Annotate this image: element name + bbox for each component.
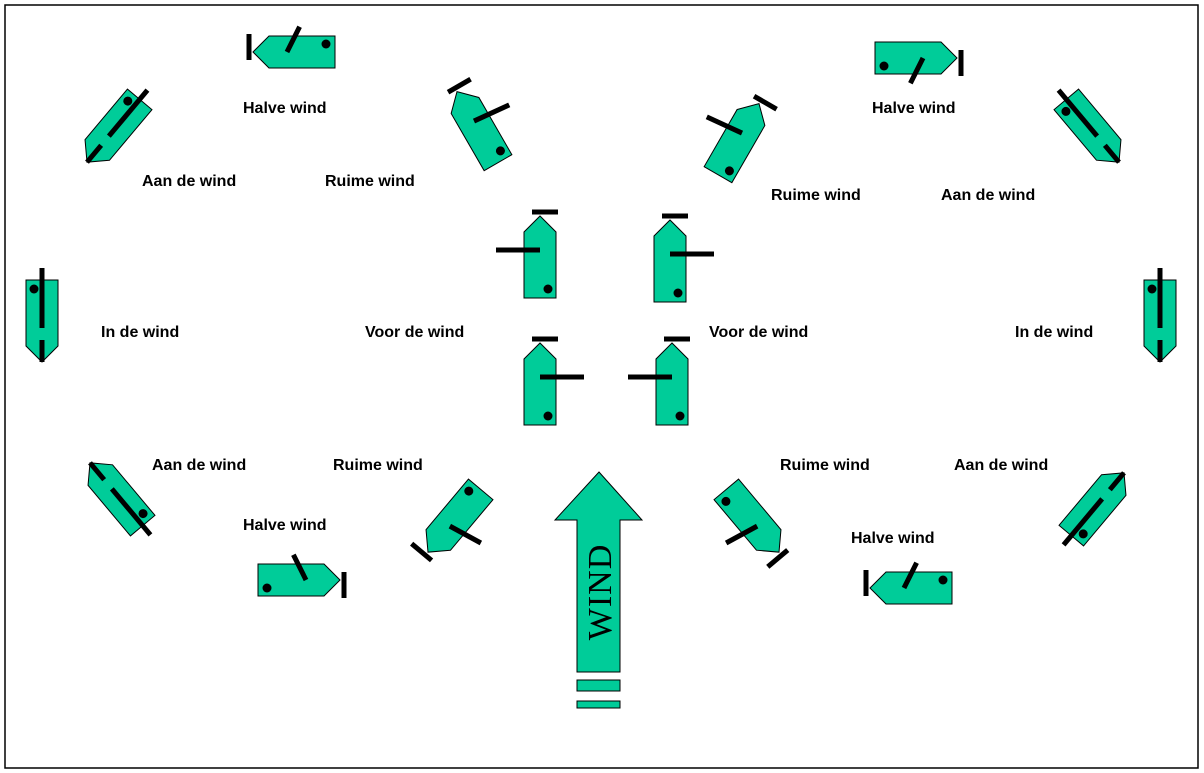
wind-text: WIND [582,544,619,641]
boat-dot [673,288,683,298]
label-voor-de-wind-left: Voor de wind [365,324,464,341]
boat-hull [257,563,341,597]
boat-dot [29,284,39,294]
boat-hull [703,103,766,184]
label-aan-de-wind-top-right: Aan de wind [941,187,1035,204]
boat-dot [123,96,133,106]
boat-ruime-wind-top-right [703,93,778,184]
wind-arrow: WIND [553,471,644,709]
boat-dot [721,496,731,506]
boat-mainsail [284,25,302,54]
boat-dot [321,39,331,49]
boat-dot [495,146,505,156]
boat-ruime-wind-bottom-left [410,478,494,563]
boat-hull [523,342,557,426]
boat-hull [713,478,782,553]
boat-dot [464,486,474,496]
boat-halve-wind-bottom-left [257,553,347,598]
boat-dot [543,284,553,294]
label-aan-de-wind-bottom-right: Aan de wind [954,457,1048,474]
boat-jib [410,541,434,563]
label-halve-wind-bottom-left: Halve wind [243,517,327,534]
boat-in-de-wind-left [25,268,59,363]
boat-jib [752,93,778,112]
boat-hull [425,478,494,553]
boat-mainsail [472,102,511,124]
boat-jib [85,143,104,164]
boat-hull [252,35,336,69]
boat-voor-de-wind-right-top [653,213,714,303]
label-in-de-wind-right: In de wind [1015,324,1093,341]
boat-mainsail [901,561,919,590]
boat-dot [938,575,948,585]
boat-dot [1147,284,1157,294]
label-halve-wind-bottom-right: Halve wind [851,530,935,547]
boat-aan-de-wind-bottom-right [1058,471,1127,547]
label-ruime-wind-top-right: Ruime wind [771,187,861,204]
label-halve-wind-top-left: Halve wind [243,100,327,117]
label-in-de-wind-left: In de wind [101,324,179,341]
boat-aan-de-wind-bottom-left [87,461,156,537]
label-aan-de-wind-top-left: Aan de wind [142,173,236,190]
boat-ruime-wind-top-left [446,76,513,172]
boat-dot [1061,106,1071,116]
boat-mainsail [106,88,150,138]
label-ruime-wind-top-left: Ruime wind [325,173,415,190]
wind-arrow-shape [553,471,644,673]
boat-dot [543,411,553,421]
wind-arrow-bar-2 [576,700,621,709]
boat-mainsail [724,523,759,546]
boat-jib [446,76,472,95]
boat-dot [138,509,148,519]
boat-dot [262,583,272,593]
boat-jib [766,548,790,569]
boat-halve-wind-bottom-right [863,561,953,605]
boat-dot [1078,529,1088,539]
boat-in-de-wind-right [1143,268,1177,363]
boat-mainsail [1056,88,1100,138]
boat-aan-de-wind-top-left [84,88,153,164]
boat-voor-de-wind-right-bottom [628,336,690,426]
label-aan-de-wind-bottom-left: Aan de wind [152,457,246,474]
labels: Halve wind Halve wind Aan de wind Ruime … [101,100,1093,547]
boat-jib [1102,143,1121,164]
label-ruime-wind-bottom-left: Ruime wind [333,457,423,474]
boat-ruime-wind-bottom-right [713,478,790,569]
label-ruime-wind-bottom-right: Ruime wind [780,457,870,474]
boat-dot [724,166,734,176]
boat-hull [655,342,689,426]
boat-dot [879,61,889,71]
boat-halve-wind-top-right [874,41,964,85]
boat-hull [869,571,953,605]
boat-mainsail [448,523,483,546]
boat-mainsail [908,56,926,85]
boat-jib [88,461,107,482]
boat-mainsail [109,487,153,537]
boat-voor-de-wind-left-top [496,209,558,299]
label-voor-de-wind-right: Voor de wind [709,324,808,341]
boat-mainsail [291,553,309,582]
wind-arrow-bar-1 [576,679,621,692]
boats [25,25,1177,605]
boat-voor-de-wind-left-bottom [523,336,584,426]
boat-mainsail [705,114,744,136]
label-halve-wind-top-right: Halve wind [872,100,956,117]
boat-hull [523,215,557,299]
boat-aan-de-wind-top-right [1053,88,1122,164]
boat-halve-wind-top-left [246,25,336,69]
boat-hull [653,219,687,303]
boat-jib [1107,471,1126,492]
boat-hull [874,41,958,75]
boat-mainsail [1061,497,1105,547]
boat-dot [675,411,685,421]
